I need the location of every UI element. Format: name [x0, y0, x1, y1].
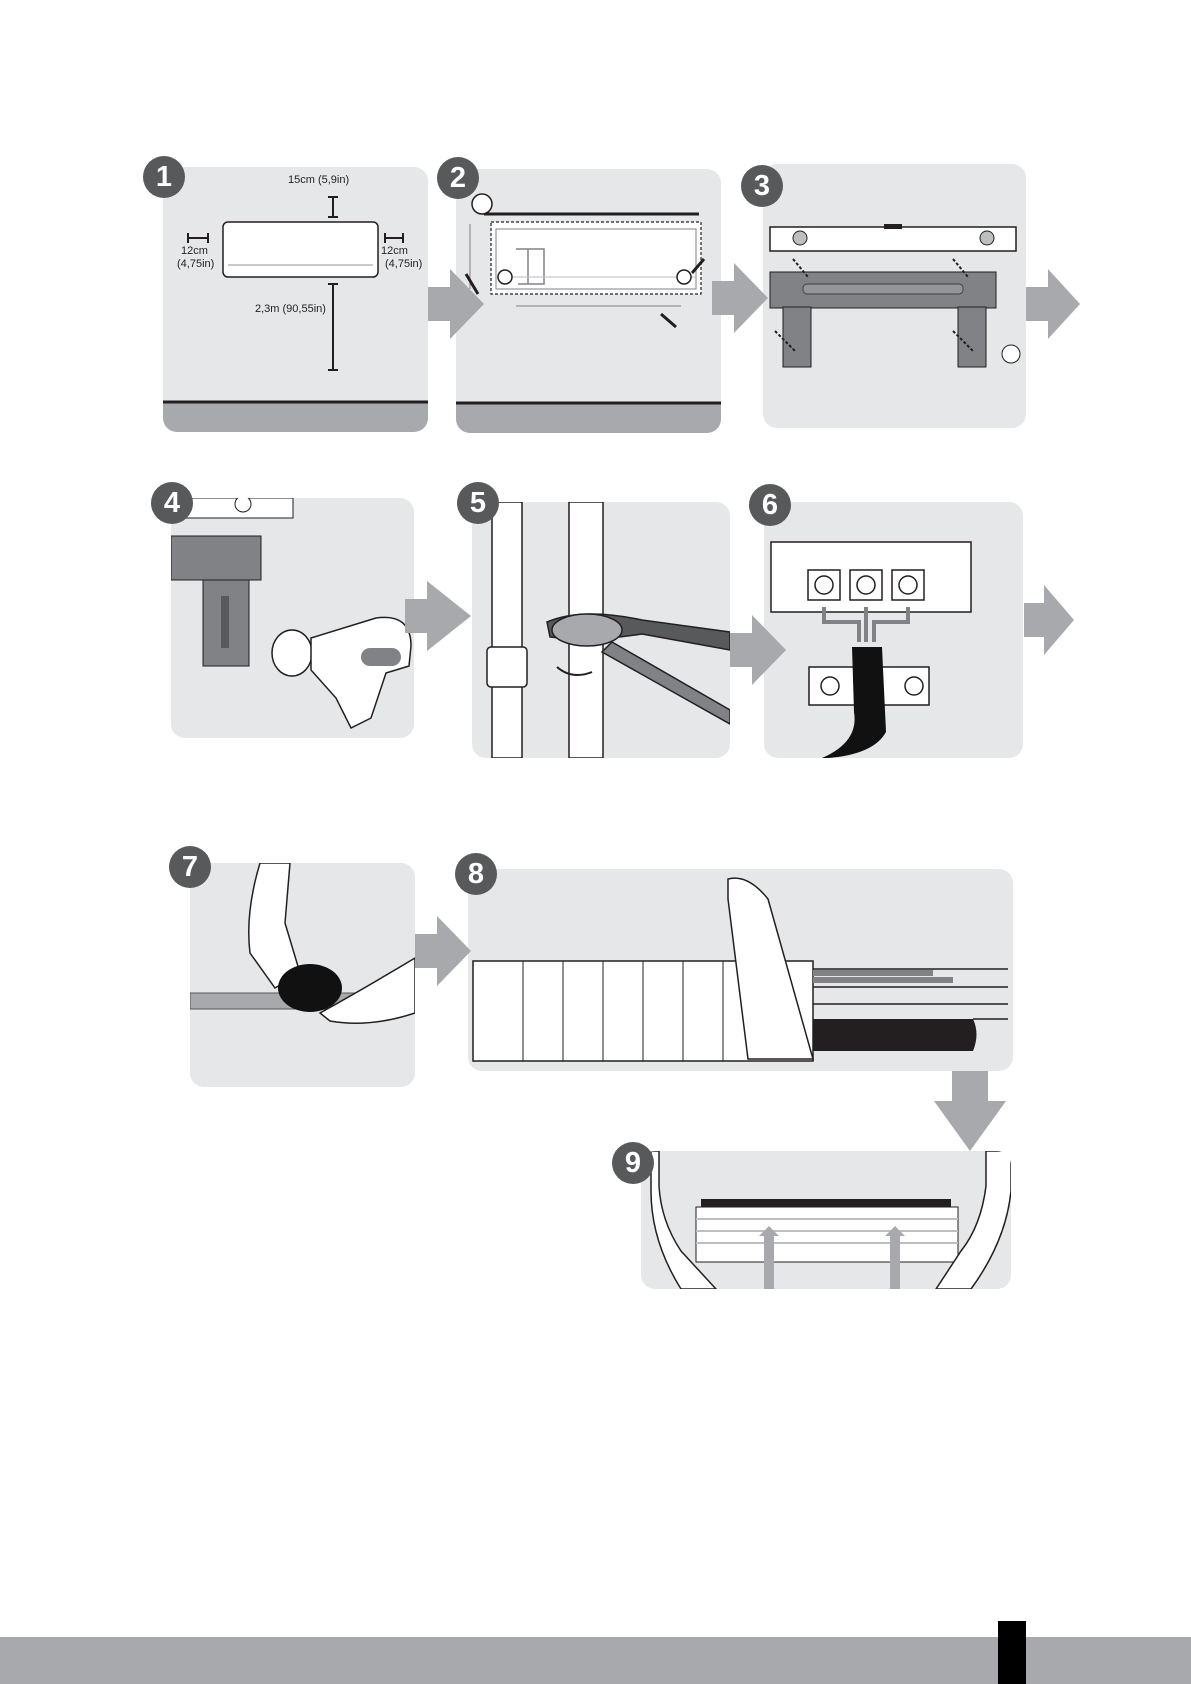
step-arrow-right: [1024, 585, 1076, 655]
tape-roll: [278, 964, 342, 1012]
step-7-panel: [190, 863, 415, 1087]
indoor-unit-top: [701, 1199, 951, 1207]
step-arrow-right: [730, 615, 788, 685]
left-clearance-in-label: (4,75in): [177, 258, 214, 270]
step-badge-8: 8: [455, 853, 497, 895]
step-9-illustration: [641, 1151, 1011, 1289]
step-9-panel: [641, 1151, 1011, 1289]
indoor-unit: [223, 222, 378, 277]
right-clearance-label: 12cm: [381, 245, 408, 257]
step-arrow-down: [934, 1071, 1006, 1151]
step-arrow-right: [712, 263, 770, 333]
step-3-illustration: [763, 164, 1026, 428]
mounting-plate-template: [491, 222, 701, 294]
step-7-illustration: [190, 863, 415, 1087]
step-badge-1: 1: [143, 156, 185, 198]
top-clearance-label: 15cm (5,9in): [288, 174, 349, 186]
left-clearance-label: 12cm: [181, 245, 208, 257]
step-badge-9: 9: [612, 1142, 654, 1184]
step-badge-5: 5: [457, 482, 499, 524]
step-6-illustration: [764, 502, 1023, 758]
step-2-illustration: [456, 169, 721, 433]
step-8-illustration: [468, 869, 1013, 1071]
step-arrow-right: [428, 269, 486, 339]
step-arrow-right: [415, 916, 473, 986]
right-clearance-in-label: (4,75in): [385, 258, 422, 270]
step-badge-3: 3: [741, 165, 783, 207]
step-4-illustration: [171, 498, 414, 738]
step-5-illustration: [472, 502, 730, 758]
step-2-panel: [456, 169, 721, 433]
step-arrow-right: [405, 581, 473, 651]
drill: [272, 630, 312, 676]
floor-height-label: 2,3m (90,55in): [255, 303, 326, 315]
step-3-panel: [763, 164, 1026, 428]
step-badge-7: 7: [169, 846, 211, 888]
step-4-panel: [171, 498, 414, 738]
step-arrow-right: [1026, 269, 1082, 339]
step-badge-4: 4: [151, 482, 193, 524]
step-1-illustration: 15cm (5,9in) 12cm (4,75in) 12cm (4,75in)…: [163, 167, 428, 432]
pipe-nut: [487, 647, 527, 687]
step-8-panel: [468, 869, 1013, 1071]
footer-tab: [998, 1621, 1026, 1684]
drain-hose: [813, 1019, 977, 1051]
step-6-panel: [764, 502, 1023, 758]
step-badge-2: 2: [437, 157, 479, 199]
step-badge-6: 6: [749, 484, 791, 526]
step-5-panel: [472, 502, 730, 758]
step-1-panel: 15cm (5,9in) 12cm (4,75in) 12cm (4,75in)…: [163, 167, 428, 432]
